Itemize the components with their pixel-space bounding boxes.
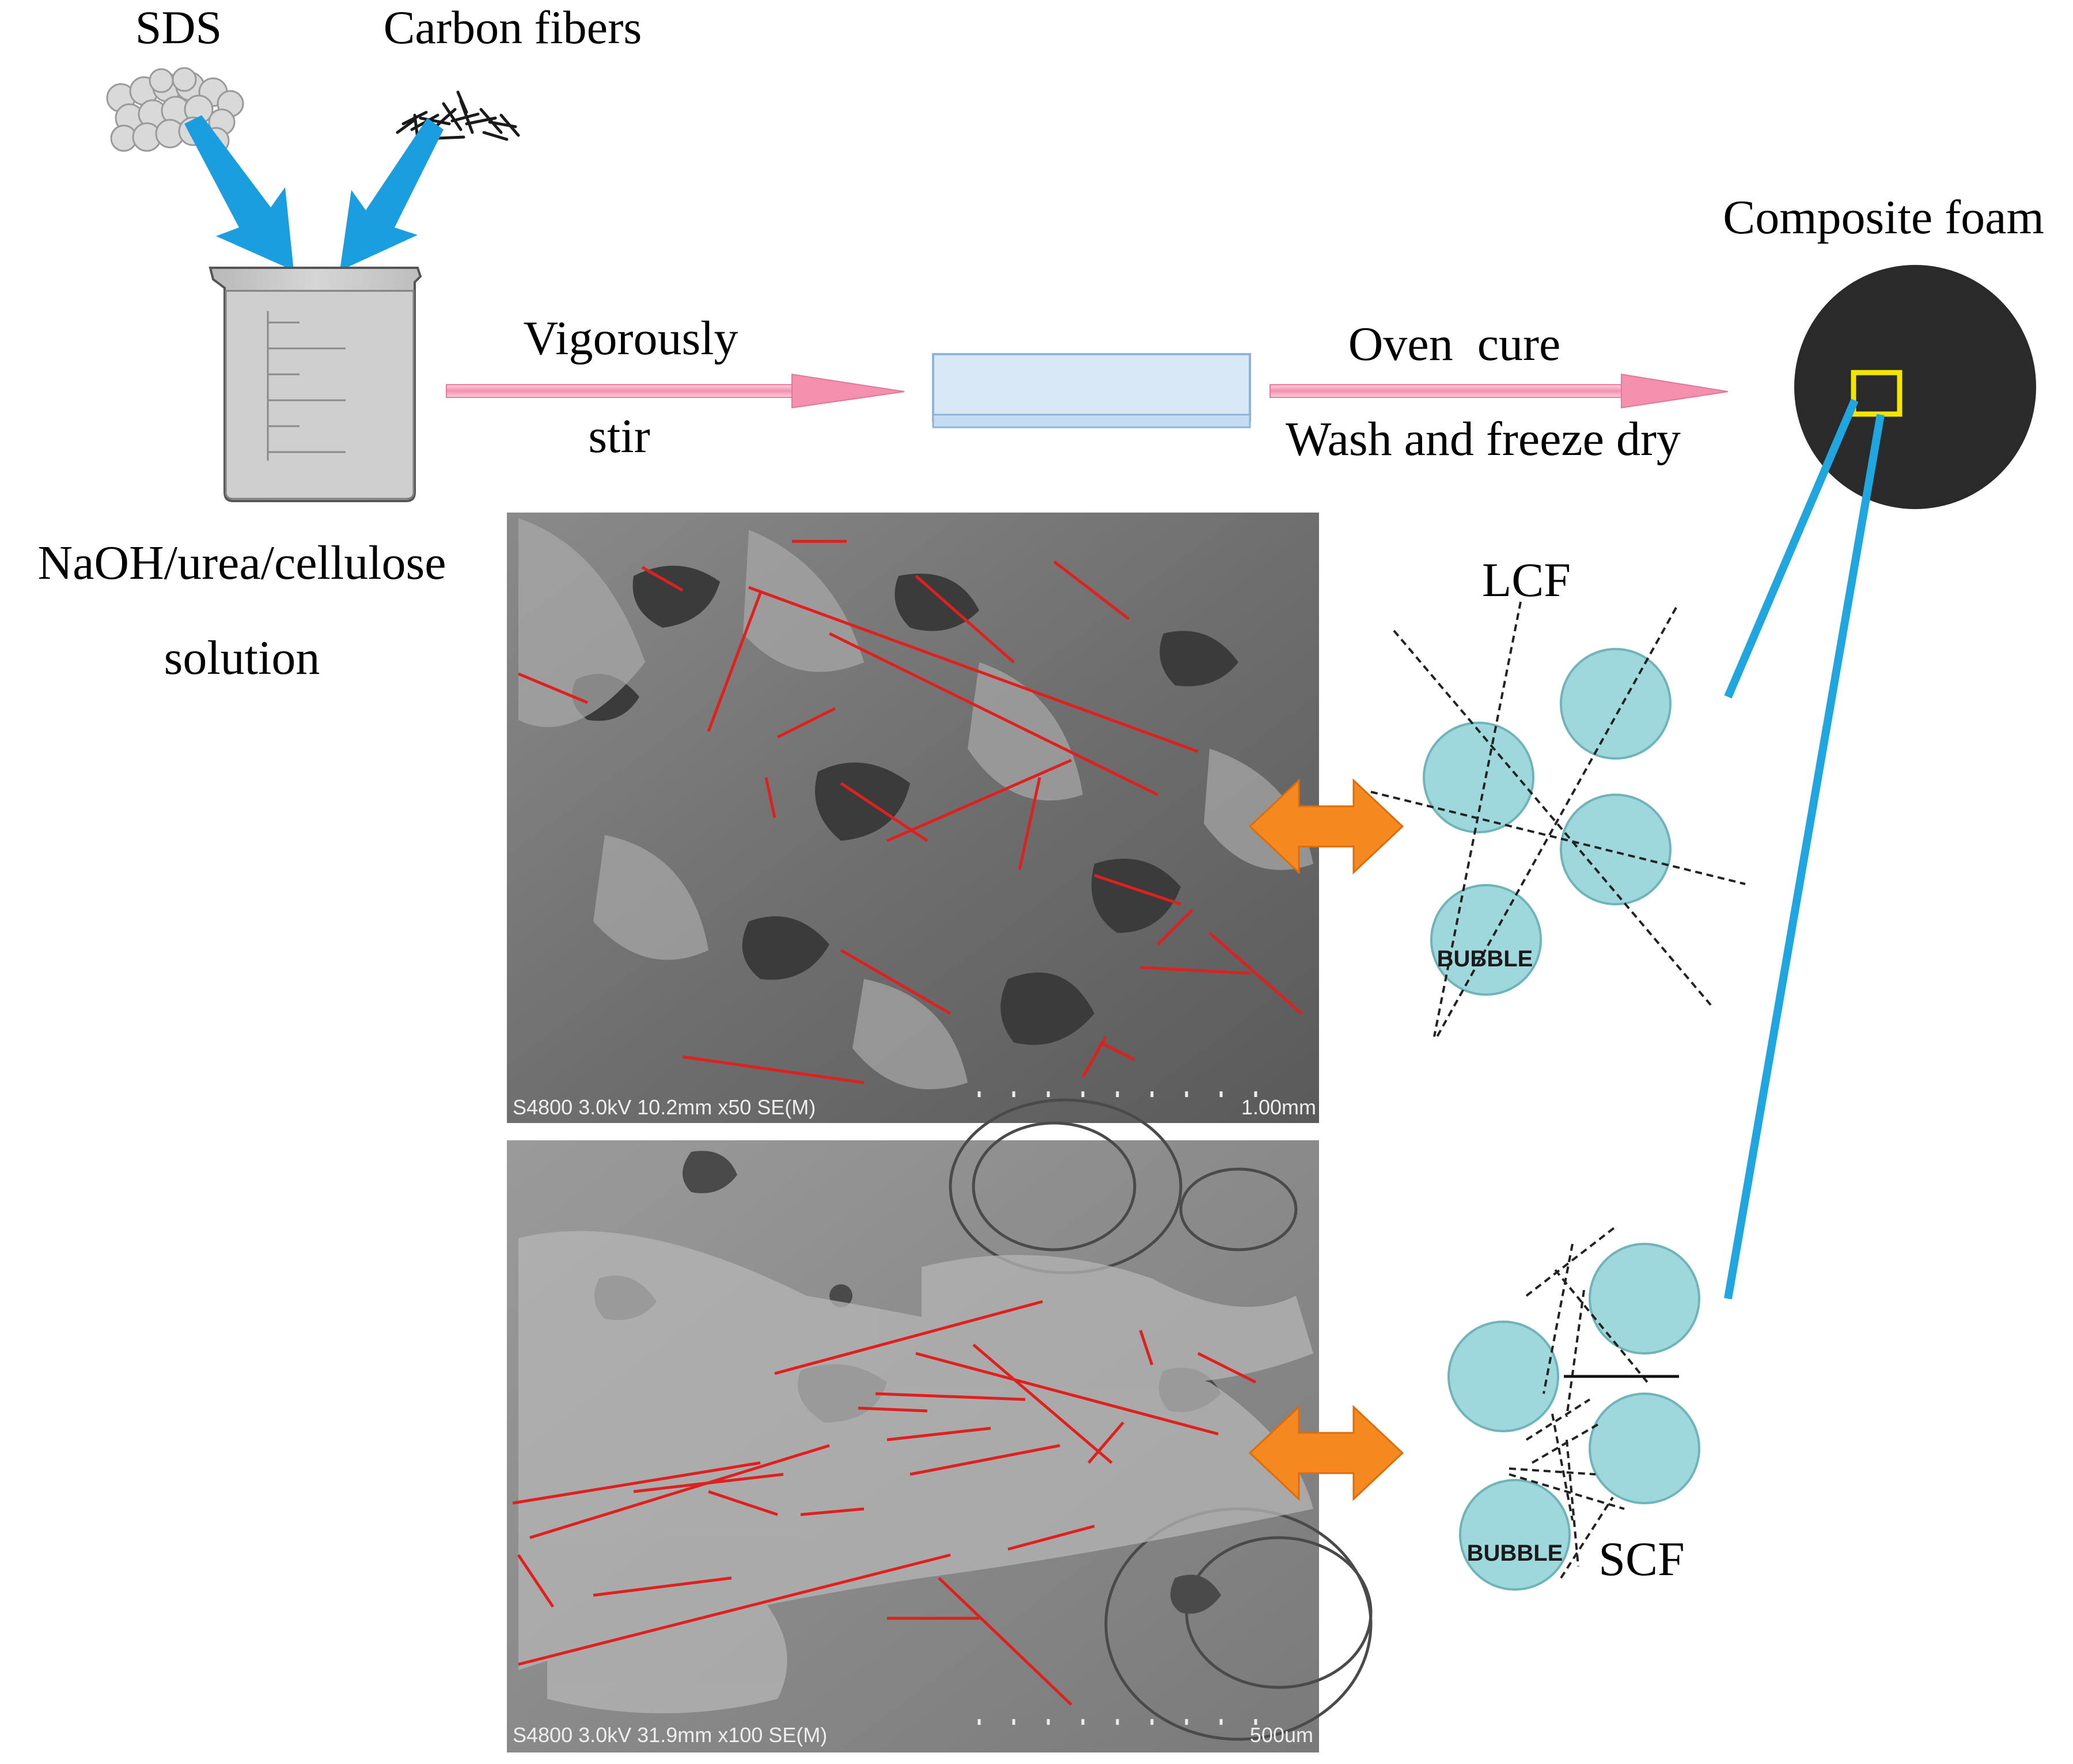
sem-top-caption: S4800 3.0kV 10.2mm x50 SE(M) bbox=[513, 1095, 816, 1119]
stir-label-line1: Vigorously bbox=[524, 312, 738, 365]
fibers-to-beaker-arrow bbox=[340, 118, 444, 271]
leader-line-top bbox=[1724, 399, 1859, 699]
highlight-box bbox=[1851, 370, 1903, 417]
solution-label-line1: NaOH/urea/cellulose bbox=[37, 536, 446, 590]
sem-bottom-caption: S4800 3.0kV 31.9mm x100 SE(M) bbox=[513, 1723, 827, 1747]
oven-cure-label: Oven cure bbox=[1348, 317, 1560, 371]
composite-foam-label: Composite foam bbox=[1723, 191, 2044, 244]
lcf-label: LCF bbox=[1482, 553, 1571, 607]
scf-bubble-label: BUBBLE bbox=[1467, 1541, 1563, 1566]
scf-label: SCF bbox=[1598, 1532, 1684, 1586]
carbon-fibers-icon bbox=[396, 90, 520, 141]
sds-powder-icon bbox=[106, 67, 244, 154]
cure-arrow bbox=[1269, 373, 1729, 409]
carbon-fibers-label: Carbon fibers bbox=[384, 1, 642, 54]
sem-top-scale: 1.00mm bbox=[1241, 1095, 1316, 1119]
mold-tray-icon bbox=[932, 353, 1251, 428]
fiber-lines-bottom bbox=[512, 1300, 1257, 1706]
leader-line-bottom bbox=[1724, 414, 1885, 1300]
wash-dry-label: Wash and freeze dry bbox=[1286, 412, 1681, 466]
sem-image-bottom: S4800 3.0kV 31.9mm x100 SE(M) 500um bbox=[507, 1098, 1373, 1752]
solution-label-line2: solution bbox=[164, 631, 320, 685]
lcf-schematic: BUBBLE bbox=[1370, 601, 1746, 1037]
sem-image-top: S4800 3.0kV 10.2mm x50 SE(M) 1.00mm bbox=[507, 513, 1319, 1123]
stir-arrow bbox=[446, 373, 905, 409]
fiber-lines-top bbox=[518, 540, 1303, 1084]
sds-label: SDS bbox=[135, 1, 222, 54]
stir-label-line2: stir bbox=[588, 409, 650, 463]
beaker-icon bbox=[209, 267, 422, 502]
double-arrow-bottom bbox=[1248, 1405, 1404, 1501]
lcf-bubble-label: BUBBLE bbox=[1437, 946, 1533, 972]
sem-bottom-scale: 500um bbox=[1250, 1723, 1313, 1747]
composite-foam-disk bbox=[1794, 265, 2036, 509]
scf-schematic: BUBBLE bbox=[1447, 1226, 1700, 1591]
double-arrow-top bbox=[1248, 778, 1404, 875]
sds-to-beaker-arrow bbox=[184, 115, 294, 271]
